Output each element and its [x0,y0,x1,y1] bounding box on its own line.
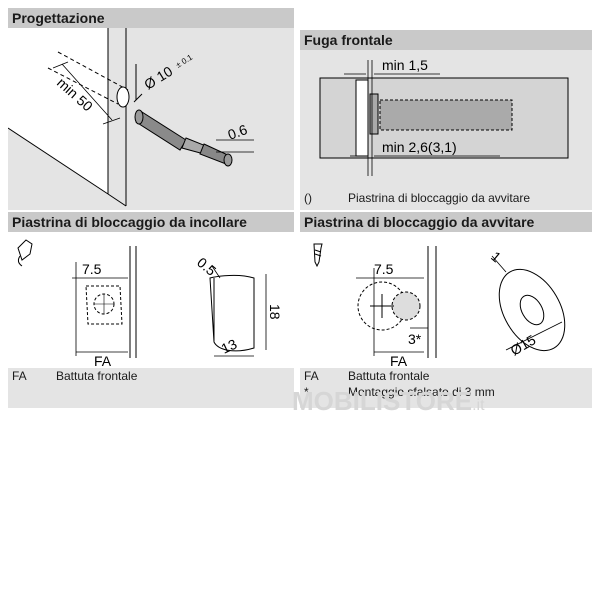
watermark-brand: MOBILISTORE [292,386,473,416]
avvitare-panel: Piastrina di bloccaggio da avvitare 7.5 … [300,212,592,408]
incollare-height-label: 18 [267,304,283,320]
min-gap2-label: min 2,6(3,1) [382,139,457,155]
incollare-title: Piastrina di bloccaggio da incollare [8,212,294,232]
tolerance-label: ± 0.1 [174,52,194,69]
watermark-suffix: .it [472,397,485,414]
incollare-panel: Piastrina di bloccaggio da incollare 7.5… [8,212,294,408]
avvitare-offset-label: 7.5 [374,261,394,277]
fuga-frontale-drawing: min 1,5 min 2,6(3,1) [319,57,569,176]
incollare-fa-label: FA [94,353,112,368]
fuga-legend-text: Piastrina di bloccaggio da avvitare [348,191,531,205]
incollare-legend-key: FA [12,369,27,383]
min-gap-label: min 1,5 [382,57,428,73]
avvitare-title: Piastrina di bloccaggio da avvitare [300,212,592,232]
incollare-legend-text: Battuta frontale [56,369,138,383]
avvitare-drawing: 7.5 FA 3* 1 Ø15 [300,232,592,368]
incollare-drawing: 7.5 FA 0.5 18 13 [8,232,294,368]
avvitare-legend-text-1: Battuta frontale [348,369,430,383]
incollare-offset-label: 7.5 [82,261,102,277]
watermark-logo: MOBILISTORE.it [292,386,485,417]
fuga-legend-key: () [304,191,312,205]
fuga-frontale-title: Fuga frontale [300,30,592,50]
avvitare-legend-key-1: FA [304,369,319,383]
avvitare-fa-label: FA [390,353,408,368]
avvitare-legend-key-2: * [304,385,309,399]
avvitare-legend-text-2: Montaggio sfalsato di 3 mm [348,385,495,399]
diameter-label: Ø 10 [141,63,175,93]
progettazione-drawing: min 50 Ø 10 ± 0.1 0.6 [8,28,254,207]
fuga-frontale-panel: Fuga frontale min 1,5 min 2,6(3,1) () Pi… [300,30,592,210]
progettazione-title: Progettazione [8,8,294,28]
height-label: 0.6 [226,121,250,143]
avvitare-stagger-label: 3* [408,331,422,347]
progettazione-panel: Progettazione min 50 Ø 10 ± 0.1 0.6 [8,8,294,210]
incollare-width-label: 13 [219,336,240,357]
